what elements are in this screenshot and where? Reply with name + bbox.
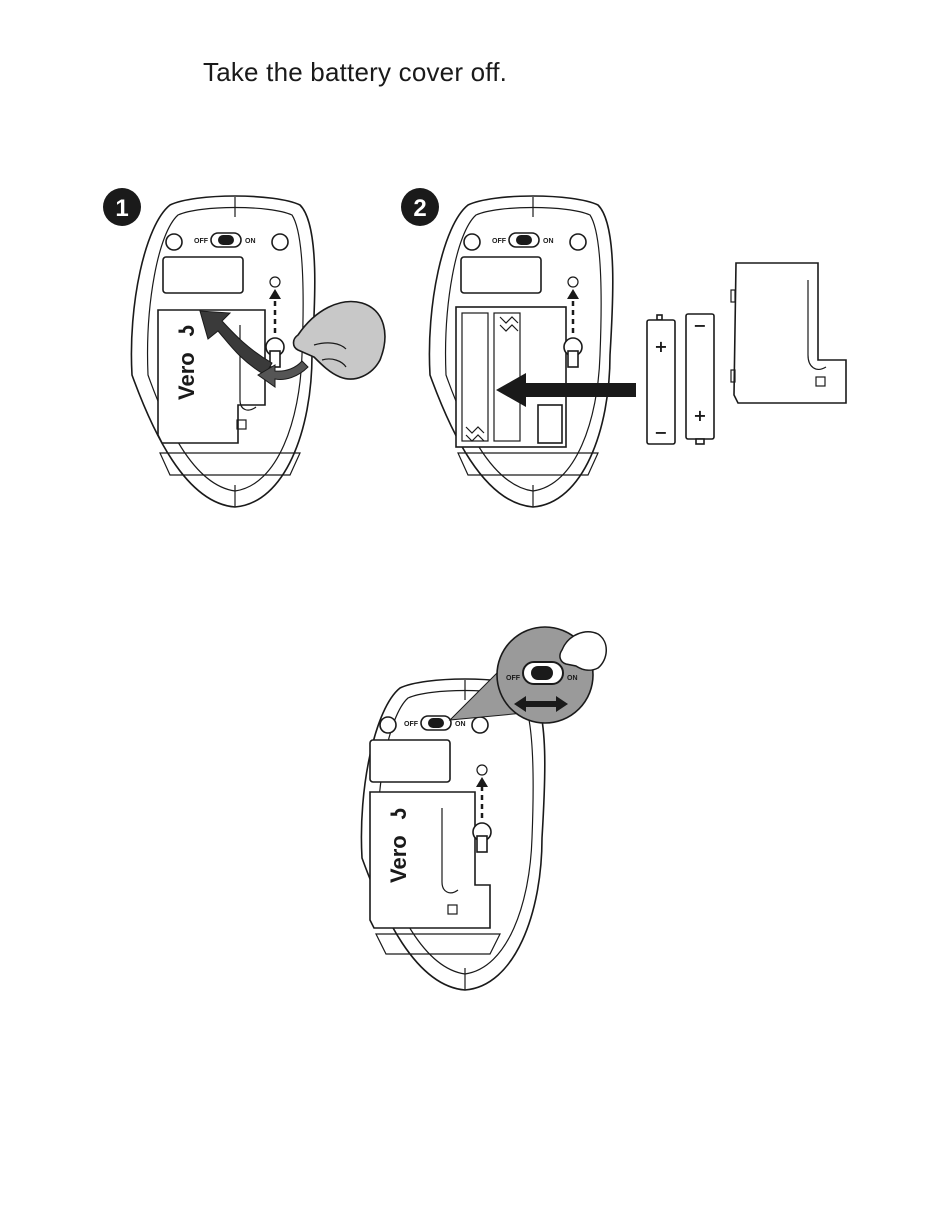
sensor-window <box>370 740 450 782</box>
step-3-figure: OFF ON Vero ʖ OFF ON <box>330 620 630 1000</box>
battery-compartment <box>456 307 566 447</box>
zoom-off-label: OFF <box>506 675 521 682</box>
switch-on-label: ON <box>543 238 554 245</box>
zoom-on-label: ON <box>567 675 578 682</box>
battery-1-minus: − <box>654 423 667 442</box>
step-1-badge: 1 <box>103 188 141 226</box>
brand-mark: ʖ <box>386 808 411 820</box>
switch-on-label: ON <box>245 238 256 245</box>
battery-2: − + <box>686 314 714 444</box>
step-2-badge: 2 <box>401 188 439 226</box>
sensor-window <box>163 257 243 293</box>
switch-on-label: ON <box>455 721 466 728</box>
battery-2-minus: − <box>693 316 706 335</box>
instruction-text: Take the battery cover off. <box>203 57 507 88</box>
step-1-figure: 1 OFF ON Vero ʖ <box>100 185 400 520</box>
brand-label: Vero <box>386 835 411 883</box>
switch-zoom-callout: OFF ON <box>450 627 606 723</box>
step-1-number: 1 <box>115 195 128 222</box>
step-2-number: 2 <box>413 195 426 222</box>
brand-mark: ʖ <box>174 325 199 337</box>
battery-1: + − <box>647 315 675 444</box>
removed-cover <box>731 263 846 403</box>
brand-label: Vero <box>174 352 199 400</box>
battery-1-plus: + <box>654 337 667 356</box>
switch-off-label: OFF <box>492 238 507 245</box>
switch-off-label: OFF <box>404 721 419 728</box>
sensor-window <box>461 257 541 293</box>
step-2-figure: 2 OFF ON + − <box>398 185 858 520</box>
battery-2-plus: + <box>693 406 706 425</box>
switch-off-label: OFF <box>194 238 209 245</box>
battery-cover: Vero ʖ <box>370 792 490 928</box>
